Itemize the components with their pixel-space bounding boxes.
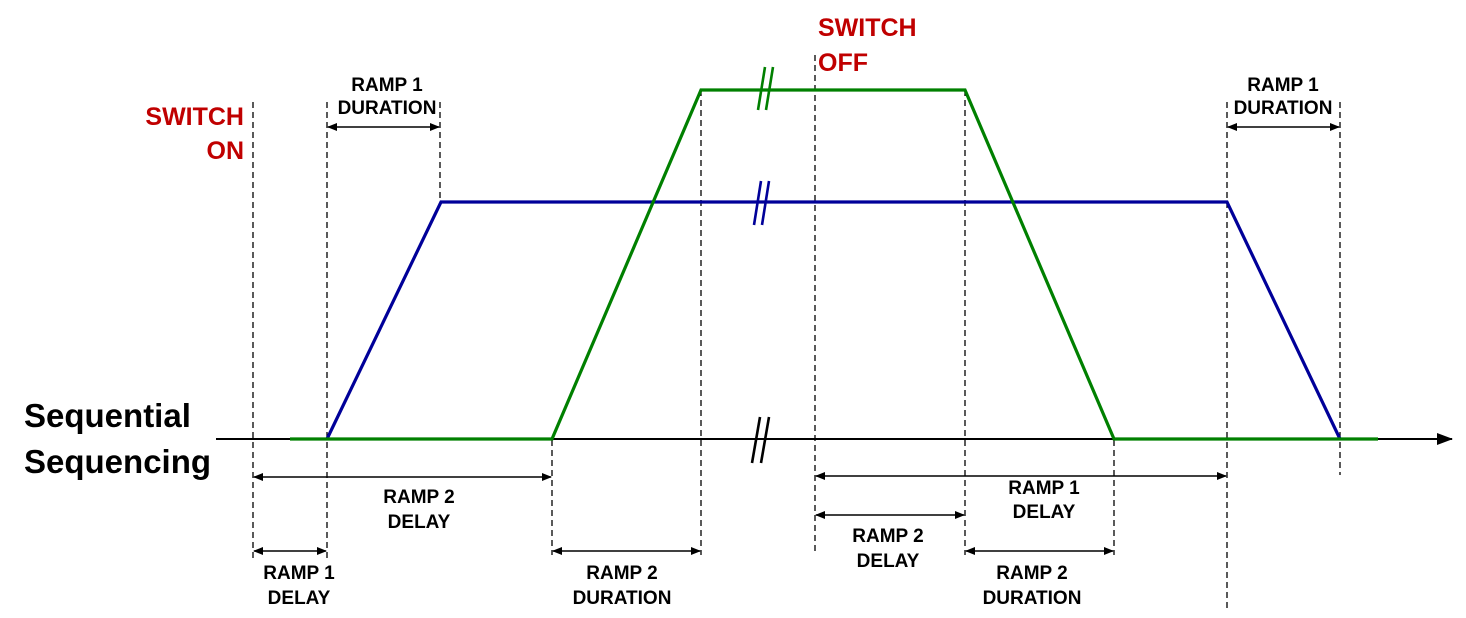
label-ramp1-duration-end-l2: DURATION <box>1234 98 1333 119</box>
label-ramp2-duration-off-l1: RAMP 2 <box>996 563 1067 584</box>
label-ramp1-delay-on-l2: DELAY <box>268 588 331 609</box>
label-ramp1-delay-on-l1: RAMP 1 <box>263 563 335 584</box>
break-mark-green <box>756 66 775 111</box>
ramp1-trace <box>325 200 1342 440</box>
title-line1: Sequential <box>24 397 191 434</box>
switch-off-line2: OFF <box>818 49 868 77</box>
break-mark-blue <box>752 180 771 226</box>
switch-off-line1: SWITCH <box>818 14 917 42</box>
break-mark-axis <box>750 416 771 464</box>
label-ramp2-duration-off-l2: DURATION <box>983 588 1082 609</box>
switch-on-line1: SWITCH <box>145 103 244 131</box>
title-line2: Sequencing <box>24 443 211 480</box>
guide-lines <box>252 55 1341 612</box>
label-ramp1-duration-start-l2: DURATION <box>338 98 437 119</box>
switch-on-line2: ON <box>207 137 245 165</box>
label-ramp1-duration-start-l1: RAMP 1 <box>351 75 423 96</box>
label-ramp2-delay-off-l1: RAMP 2 <box>852 526 923 547</box>
label-ramp1-duration-end-l1: RAMP 1 <box>1247 75 1319 96</box>
dimension-arrows <box>253 123 1340 555</box>
label-ramp2-delay-on-l2: DELAY <box>388 512 451 533</box>
label-ramp1-delay-off-l1: RAMP 1 <box>1008 478 1080 499</box>
label-ramp2-duration-on-l2: DURATION <box>573 588 672 609</box>
label-ramp2-duration-on-l1: RAMP 2 <box>586 563 657 584</box>
ramp2-trace <box>290 88 1378 441</box>
label-ramp2-delay-on-l1: RAMP 2 <box>383 487 454 508</box>
label-ramp2-delay-off-l2: DELAY <box>857 551 920 572</box>
label-ramp1-delay-off-l2: DELAY <box>1013 502 1076 523</box>
